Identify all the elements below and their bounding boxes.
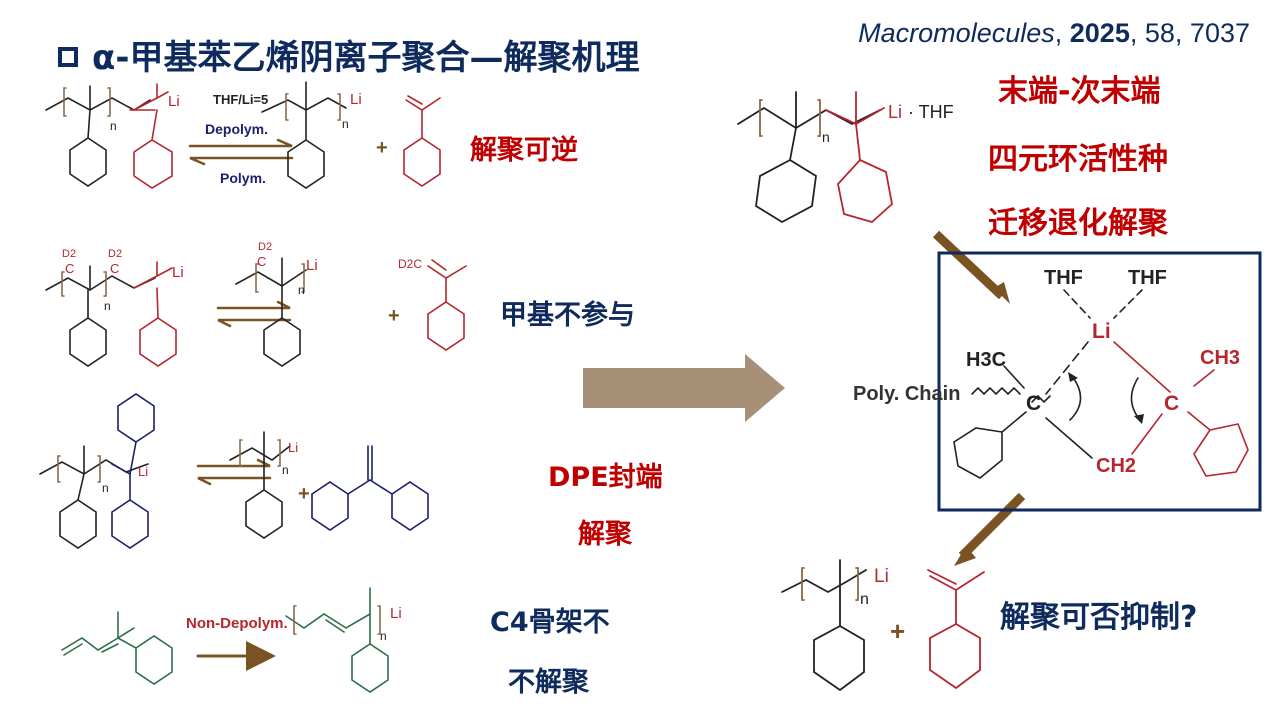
r1-annotation: 解聚可逆 [470,135,578,166]
r2-d2-label-2: D2 [108,248,122,260]
r1-n-label: n [110,119,117,133]
top-species-thf: · THF [908,102,954,122]
bottom-monomer-product [927,569,985,690]
bottom-product-n: n [860,591,869,608]
r1-backward-label: Polym. [220,170,266,186]
r2-d2c-label: D2C [398,257,422,271]
ts-c-left: C [1026,392,1041,415]
r2-n-label: n [104,299,111,313]
big-right-arrow [583,354,785,422]
transition-state-box [937,251,1262,512]
r2-annotation: 甲基不参与 [500,300,635,331]
mechanism-text-line1: 末端-次末端 [998,74,1161,109]
reaction-3-dpe [311,445,429,531]
r3-product-n: n [282,463,289,477]
r2-product-n: n [298,283,305,297]
mechanism-text-line2: 四元环活性种 [988,142,1168,177]
r3-annotation-line1: DPE封端 [548,462,663,493]
r3-li-label: Li [138,464,148,479]
page-title-text: α-甲基苯乙烯阴离子聚合—解聚机理 [92,38,640,78]
down-right-arrow [932,230,1006,300]
r4-n-label: n [380,629,387,643]
reaction-2-polymer-product [235,257,307,367]
reference-citation: Macromolecules, 2025, 58, 7037 [858,18,1250,48]
journal-name: Macromolecules [858,18,1055,48]
journal-year: 2025 [1069,18,1130,48]
r3-plus: + [298,483,310,505]
r2-c-label-1: C [65,261,74,276]
ts-ch2: CH2 [1096,455,1136,477]
r1-product-li: Li [350,91,362,108]
equilibrium-arrow-2 [216,300,292,328]
down-left-arrow [958,492,1026,560]
r1-condition: THF/Li=5 [213,92,268,107]
journal-page: 7037 [1189,18,1250,48]
reaction-1-polymer-product [261,81,347,189]
journal-volume: 58 [1144,18,1175,48]
reaction-1-monomer [403,95,441,187]
r3-annotation-line2: 解聚 [578,519,632,550]
ts-thf-right: THF [1128,267,1167,289]
question-text: 解聚可否抑制? [1000,600,1198,635]
r1-plus: + [376,137,388,159]
r1-forward-label: Depolym. [205,121,268,137]
r2-product-d2: D2 [258,241,272,253]
bottom-polymer-product [781,559,867,692]
reaction-4-polymer-product [285,587,389,693]
top-species-n: n [822,129,830,145]
reaction-3-reactant [39,393,155,549]
bottom-plus: + [890,616,905,646]
ts-li: Li [1092,320,1111,343]
r4-annotation-line2: 不解聚 [508,667,589,698]
r2-plus: + [388,305,400,327]
r1-product-n: n [342,117,349,131]
r4-arrow-label: Non-Depolym. [186,615,288,632]
four-membered-ring-species [953,289,1249,479]
ts-h3c: H3C [966,349,1006,371]
r3-n-label: n [102,481,109,495]
living-end-species [737,91,893,224]
ts-c-right: C [1164,392,1179,415]
reaction-2-reactant [45,261,177,367]
square-bullet-icon [58,47,78,67]
r2-d2-label-1: D2 [62,248,76,260]
reaction-4-monomer [61,611,173,685]
r2-product-c: C [257,254,266,269]
page-title: α-甲基苯乙烯阴离子聚合—解聚机理 [58,30,639,79]
r1-li-label: Li [168,93,180,110]
r2-product-li: Li [306,257,318,274]
r4-li-label: Li [390,605,402,622]
r3-product-li: Li [288,440,298,455]
bottom-product-li: Li [874,566,889,587]
top-species-li: Li [888,102,902,122]
ts-ch3: CH3 [1200,347,1240,369]
r2-c-label-2: C [110,261,119,276]
reaction-1-reactant [45,83,173,189]
r4-annotation-line1: C4骨架不 [490,607,610,638]
r2-li-label: Li [172,264,184,281]
equilibrium-arrow-3 [196,458,272,486]
reaction-2-monomer [427,259,467,351]
ts-thf-left: THF [1044,267,1083,289]
equilibrium-arrow-1 [188,138,294,166]
mechanism-text-line3: 迁移退化解聚 [988,206,1168,241]
reaction-3-polymer-product [229,431,291,539]
poly-chain-label: Poly. Chain [853,383,960,405]
